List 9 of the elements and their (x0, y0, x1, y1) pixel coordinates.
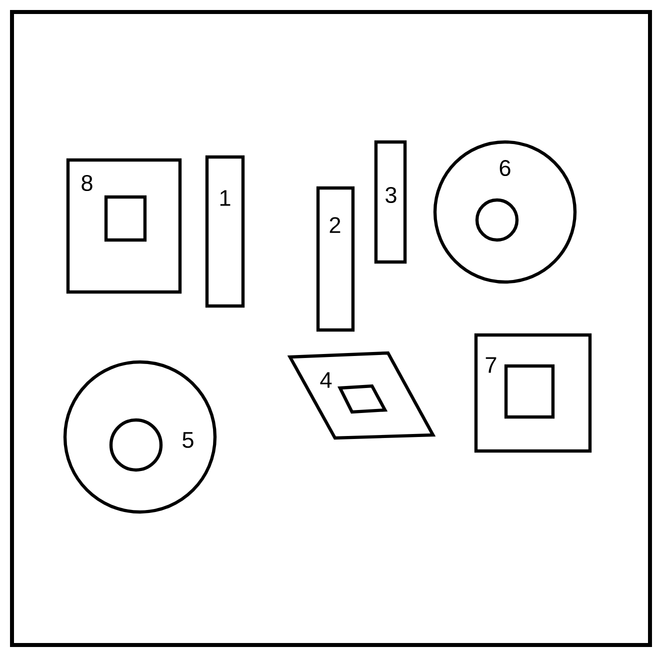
inner-square (104, 195, 147, 242)
inner-circle (475, 198, 519, 242)
inner-square (504, 364, 555, 419)
outline-box: 2 (316, 186, 355, 332)
outline-box: 1 (205, 155, 245, 308)
outline-box: 3 (374, 140, 407, 264)
outline-box: 8 (66, 158, 182, 294)
inner-circle (109, 418, 163, 472)
outline-box: 7 (474, 333, 592, 453)
